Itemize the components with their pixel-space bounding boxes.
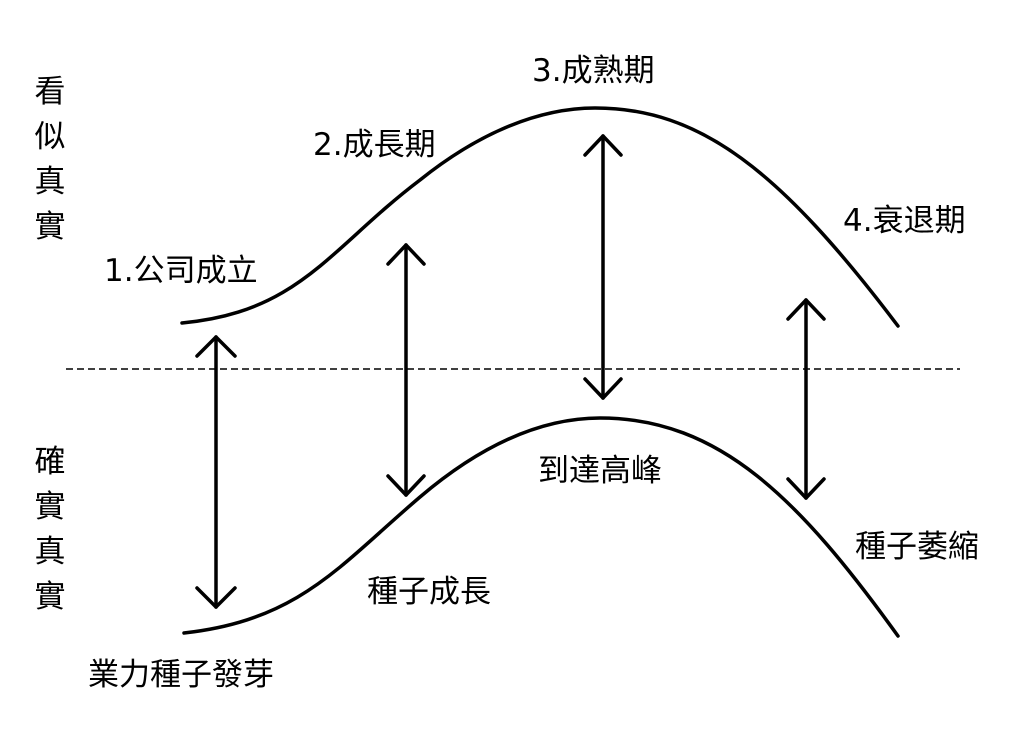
side-label-upper: 看似真實 <box>34 74 66 245</box>
arrow-stage3 <box>583 134 623 400</box>
side-label-lower: 確實真實 <box>34 444 66 615</box>
seed-growth-label: 種子成長 <box>367 574 491 610</box>
stage2-label: 2.成長期 <box>313 127 436 163</box>
seed-peak-label: 到達高峰 <box>538 453 662 489</box>
arrow-stage2 <box>386 243 426 497</box>
upper-curve <box>180 106 900 328</box>
seed-sprout-label: 業力種子發芽 <box>88 657 274 693</box>
stage3-label: 3.成熟期 <box>532 53 655 89</box>
arrow-stage4 <box>786 298 826 500</box>
stage1-label: 1.公司成立 <box>104 253 258 289</box>
arrow-stage1 <box>195 335 237 609</box>
lower-curve <box>182 416 900 638</box>
stage4-label: 4.衰退期 <box>843 203 966 239</box>
seed-wither-label: 種子萎縮 <box>855 529 979 565</box>
